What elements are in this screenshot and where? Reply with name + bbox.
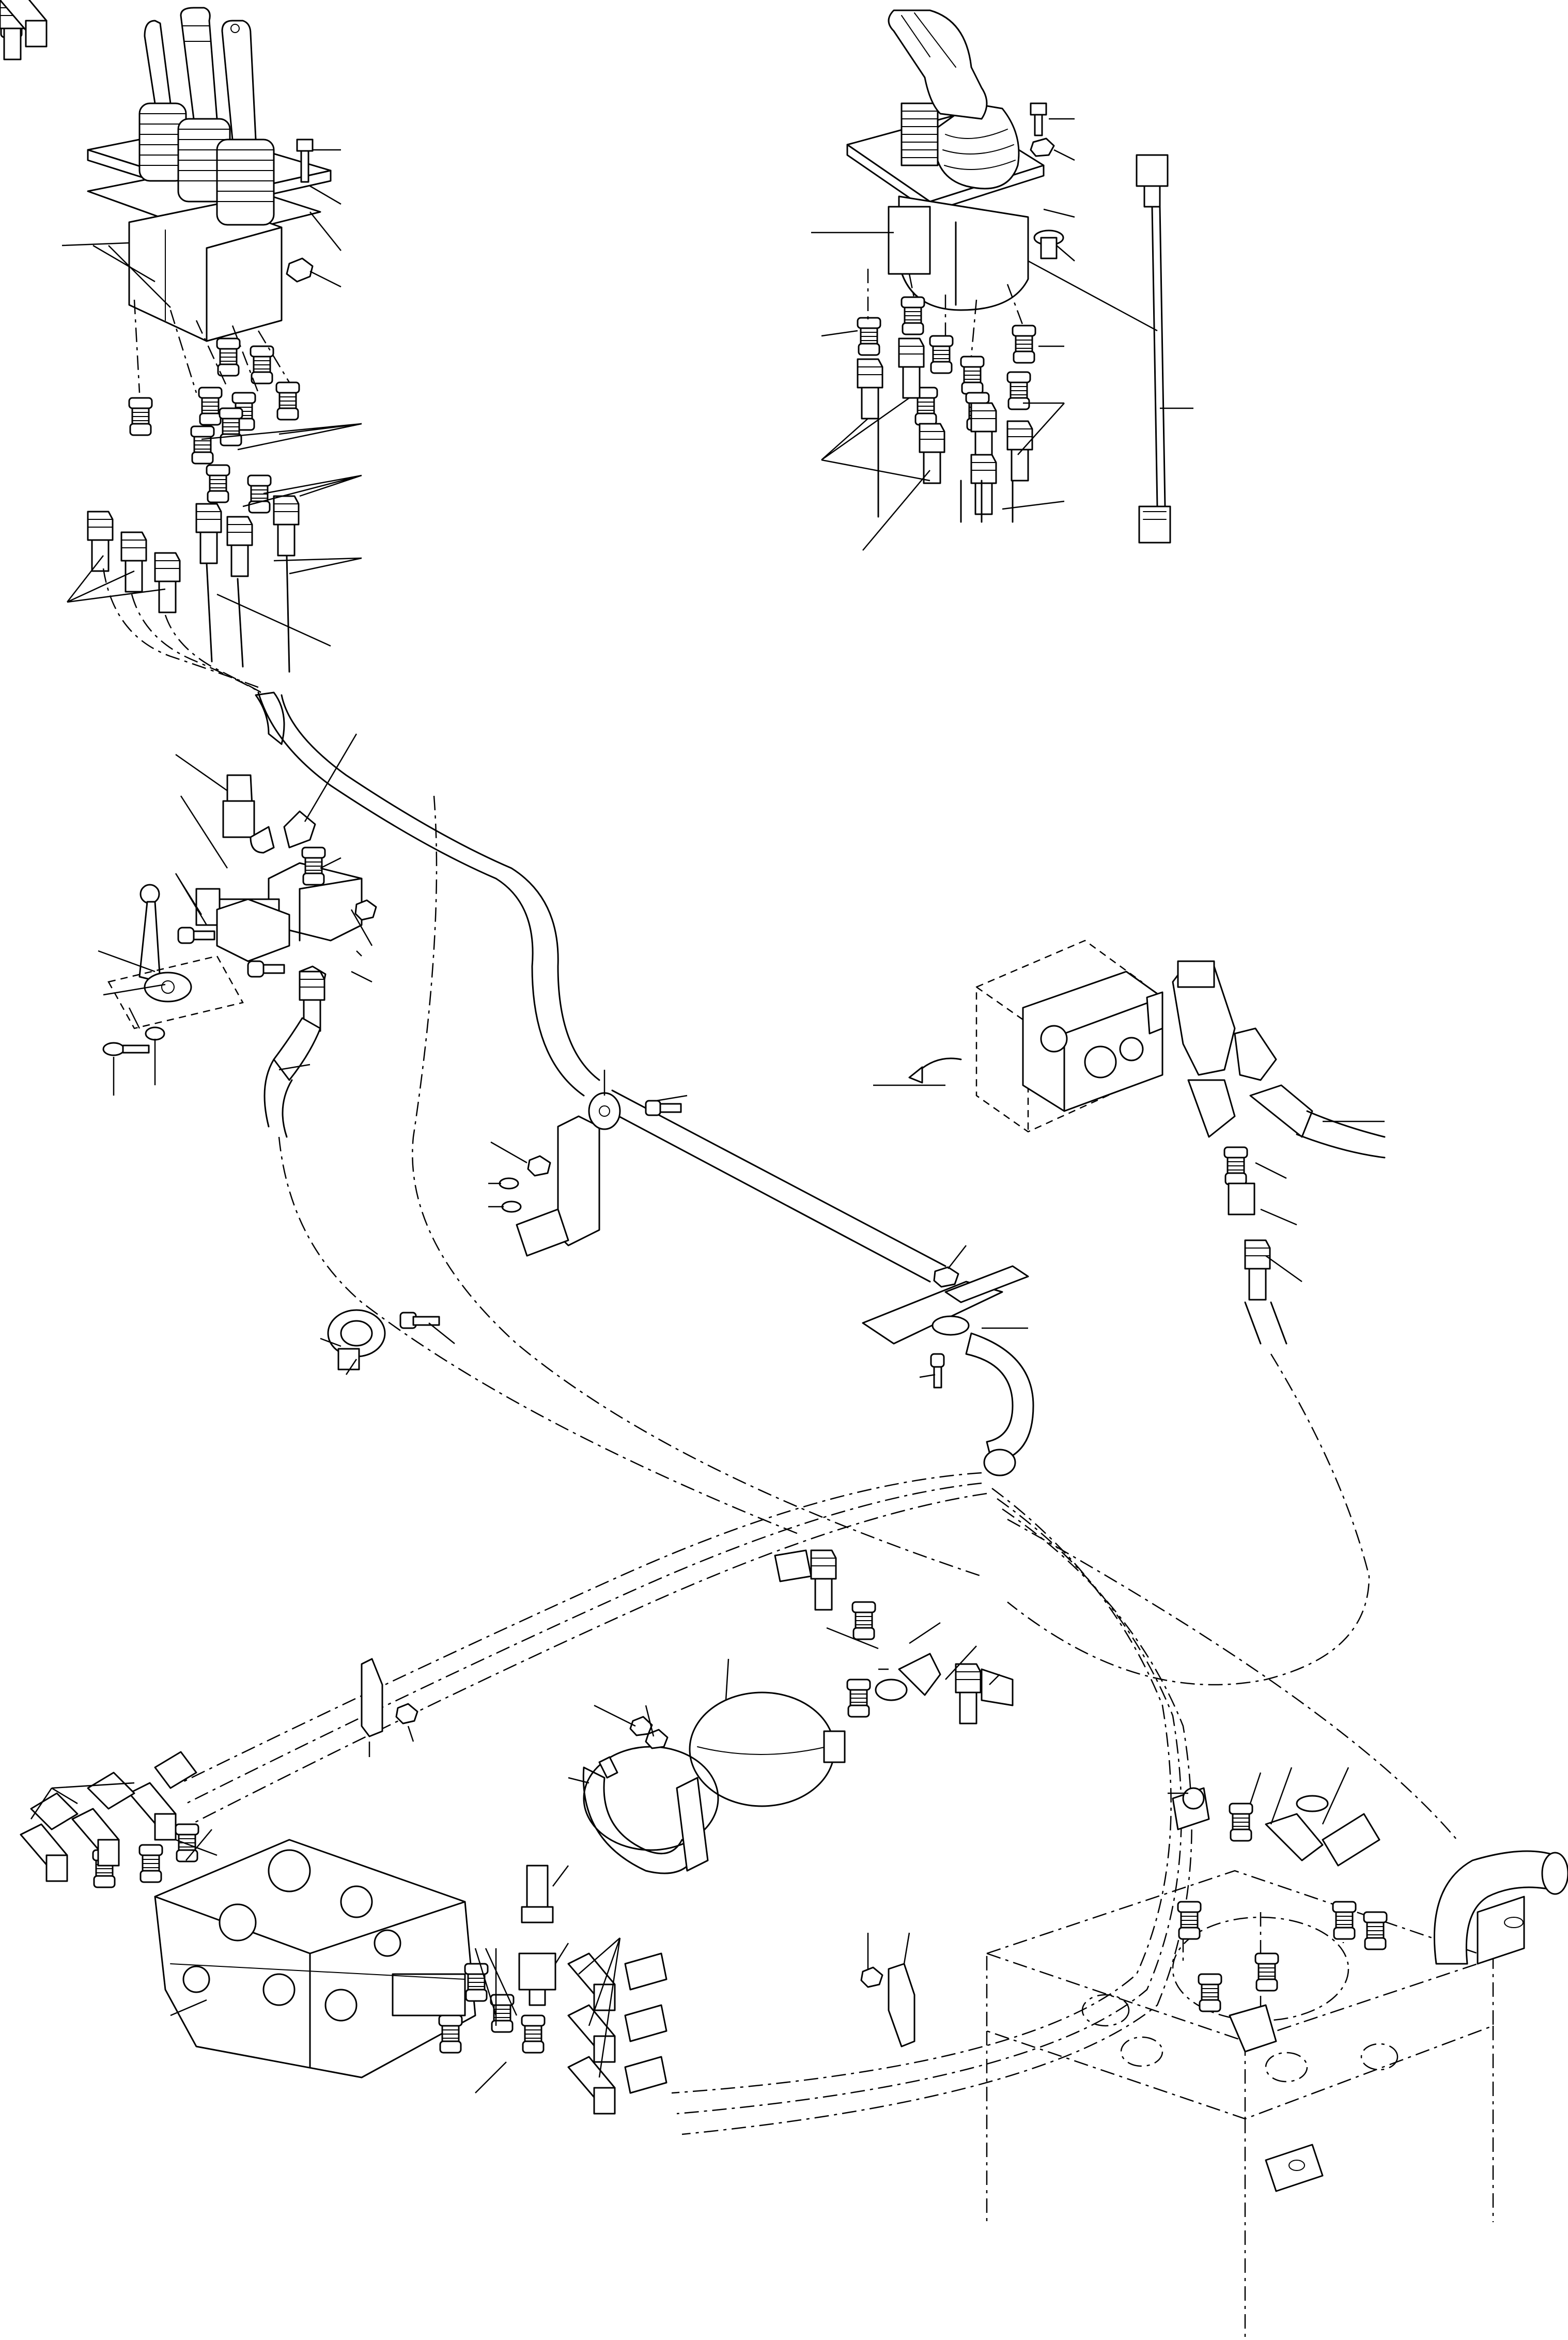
washer-icon bbox=[501, 1200, 522, 1213]
bolt-icon bbox=[645, 1100, 682, 1116]
triple-joystick-assembly bbox=[61, 7, 341, 342]
screw-icon bbox=[177, 927, 215, 944]
nut-icon bbox=[286, 257, 314, 283]
joystick-boot-right bbox=[216, 20, 275, 226]
washer-icon bbox=[145, 1026, 165, 1041]
tube-clamp-right bbox=[862, 1245, 1034, 1476]
screw-icon bbox=[930, 1353, 945, 1389]
tube-clamp-bracket bbox=[488, 1070, 688, 1257]
joystick-fittings-right bbox=[821, 269, 1065, 551]
joystick-boot-left bbox=[138, 20, 187, 182]
screw-icon bbox=[247, 960, 285, 978]
washer-icon bbox=[499, 1177, 519, 1190]
screw-icon bbox=[102, 1042, 150, 1056]
nut-icon bbox=[1030, 137, 1055, 157]
hose-clamp-lower bbox=[320, 1309, 455, 1375]
main-pilot-hose bbox=[257, 691, 982, 1577]
pilot-manifold-assembly bbox=[873, 940, 1386, 1686]
hose-bracket-lower-mid bbox=[860, 1932, 915, 2048]
bolt-icon bbox=[1030, 102, 1047, 136]
single-joystick-assembly bbox=[811, 9, 1075, 311]
hose-bracket-lower-left bbox=[361, 1658, 418, 1757]
hydraulic-tank-assembly bbox=[986, 1767, 1568, 2340]
bolt-icon bbox=[399, 1312, 440, 1329]
main-control-valve bbox=[0, 0, 667, 2115]
grommet-icon bbox=[1033, 229, 1064, 259]
bolt-icon bbox=[296, 138, 314, 183]
wire-harness bbox=[1028, 154, 1193, 544]
accumulator-assembly bbox=[568, 1549, 1014, 1874]
selector-valve-assembly bbox=[98, 733, 801, 1536]
nut-icon bbox=[527, 1155, 551, 1177]
